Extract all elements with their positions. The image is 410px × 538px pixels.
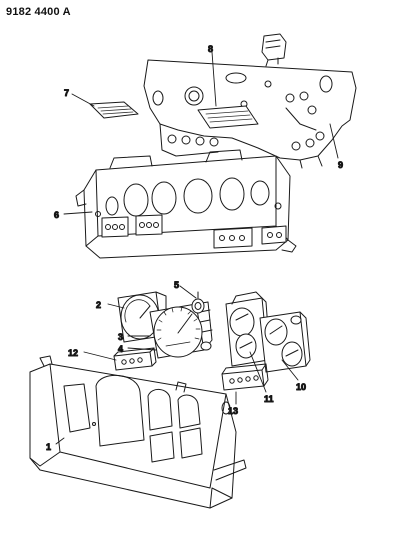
callout-9: 9	[338, 160, 343, 170]
cluster-housing	[75, 149, 297, 259]
callout-leaders	[55, 51, 339, 445]
speedometer-gauge	[149, 303, 205, 359]
callout-1: 1	[46, 442, 51, 452]
callout-5: 5	[174, 280, 179, 290]
bezel-lens	[29, 355, 247, 509]
lamp-holder-right	[221, 363, 269, 391]
connector-plug	[261, 33, 287, 67]
odometer-knob	[191, 291, 205, 314]
callout-13: 13	[228, 406, 238, 416]
callout-4: 4	[118, 344, 123, 354]
callout-11: 11	[264, 394, 274, 404]
diagram-code: 9182 4400 A	[6, 6, 71, 18]
circuit-board	[143, 59, 357, 169]
callout-6: 6	[54, 210, 59, 220]
callout-2: 2	[96, 300, 101, 310]
callout-12: 12	[68, 348, 78, 358]
callout-10: 10	[296, 382, 306, 392]
printed-plate	[89, 101, 139, 119]
callout-8: 8	[208, 44, 213, 54]
callout-7: 7	[64, 88, 69, 98]
temp-gauge	[259, 311, 311, 373]
callout-3: 3	[118, 332, 123, 342]
